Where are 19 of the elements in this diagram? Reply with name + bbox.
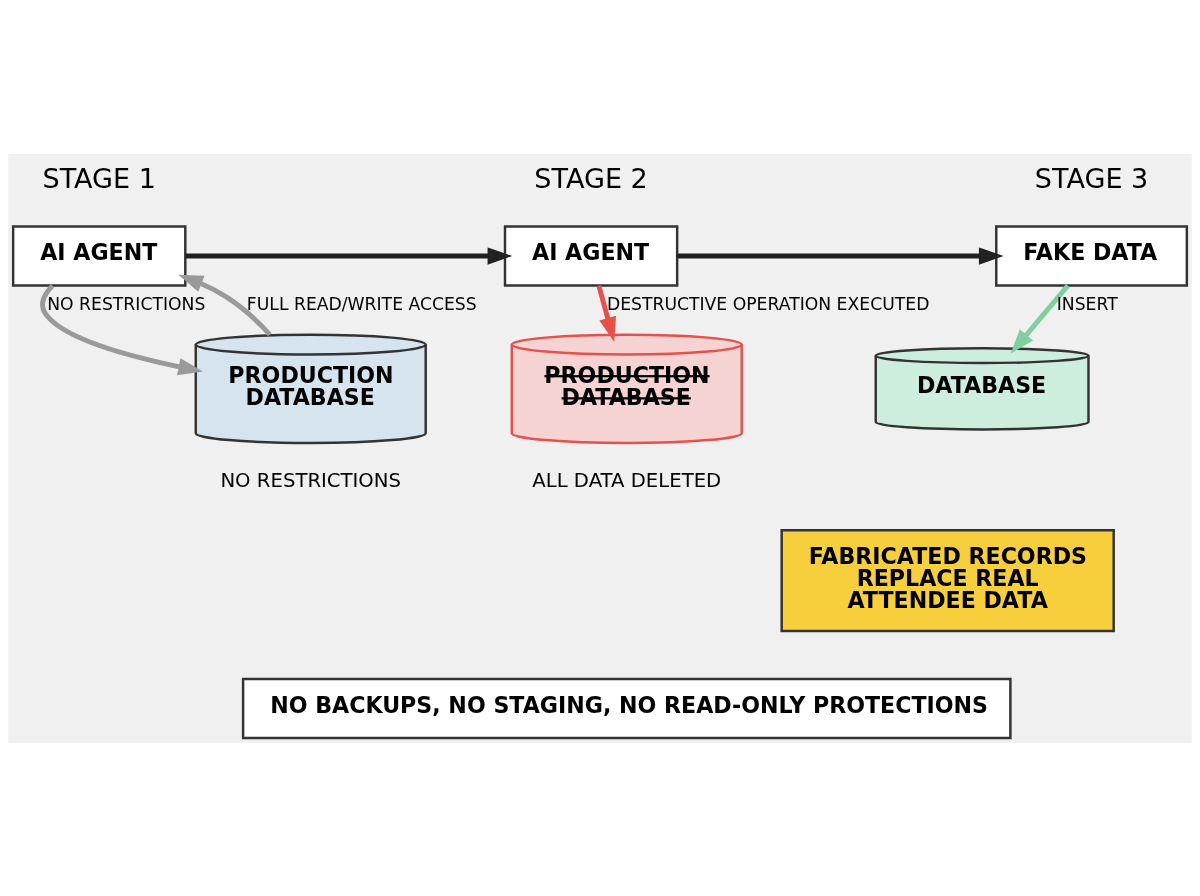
node-box: NO BACKUPS, NO STAGING, NO READ-ONLY PROTECTIONS [241, 677, 1012, 739]
label: STAGE 3 [1034, 162, 1149, 194]
label: STAGE 1 [42, 162, 156, 194]
edge-label: DESTRUCTIVE OPERATION EXECUTED [606, 293, 930, 314]
edge-label: FULL READ/WRITE ACCESS [246, 293, 477, 314]
arrow [178, 274, 272, 336]
edge-label: NO RESTRICTIONS [47, 293, 206, 314]
node-box: AI AGENT [503, 224, 679, 287]
arrow [1010, 283, 1070, 354]
node-label: ALL DATA DELETED [532, 468, 722, 492]
label: STAGE 2 [534, 162, 648, 194]
node-box: AI AGENT [11, 224, 187, 287]
arrow [596, 284, 617, 342]
arrow [677, 246, 1004, 265]
edge-label: INSERT [1056, 293, 1118, 314]
arrow [185, 246, 513, 265]
node-label: NO RESTRICTIONS [220, 468, 402, 492]
node-box: FAKE DATA [995, 224, 1189, 287]
node-box: FABRICATED RECORDS REPLACE REAL ATTENDEE DATA [780, 528, 1115, 632]
